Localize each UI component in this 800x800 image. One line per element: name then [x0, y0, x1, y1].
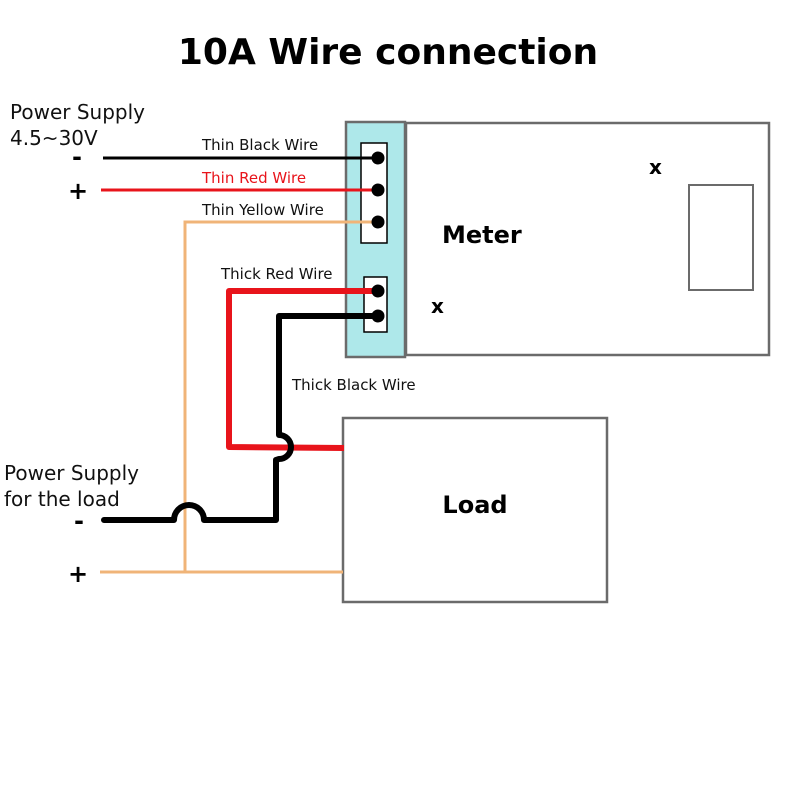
terminal-dot-red: [371, 183, 385, 197]
load-label: Load: [442, 491, 507, 519]
meter-x-mark-bottom: x: [431, 294, 444, 318]
terminal-dot-yellow: [371, 215, 385, 229]
meter-label: Meter: [442, 221, 522, 249]
thin-yellow-wire: [183, 220, 378, 572]
load-supply-minus-sign: -: [74, 507, 84, 535]
diagram-title: 10A Wire connection: [178, 32, 598, 73]
power-supply-meter-label: Power Supply: [10, 100, 145, 124]
thin-black-wire-label: Thin Black Wire: [201, 136, 318, 154]
meter-x-mark-top: x: [649, 155, 662, 179]
power-supply-meter-voltage: 4.5~30V: [10, 126, 98, 150]
thick-red-wire: [226, 288, 378, 451]
terminal-dot-thick-red: [371, 284, 385, 298]
load-supply-plus-sign: +: [68, 560, 88, 588]
power-supply-load-label: Power Supply: [4, 461, 139, 485]
meter-supply-minus-sign: -: [72, 143, 82, 171]
power-supply-load-sublabel: for the load: [4, 487, 120, 511]
thin-yellow-wire-label: Thin Yellow Wire: [201, 201, 324, 219]
load-box: [341, 416, 609, 604]
meter-supply-plus-sign: +: [68, 177, 88, 205]
thick-red-wire-label: Thick Red Wire: [220, 265, 333, 283]
thick-black-wire: [101, 313, 381, 523]
thick-black-wire-label: Thick Black Wire: [291, 376, 416, 394]
terminal-dot-black: [371, 151, 385, 165]
terminal-dot-thick-black: [371, 309, 385, 323]
meter-display-window: [688, 184, 754, 291]
thin-red-wire-label: Thin Red Wire: [201, 169, 306, 187]
